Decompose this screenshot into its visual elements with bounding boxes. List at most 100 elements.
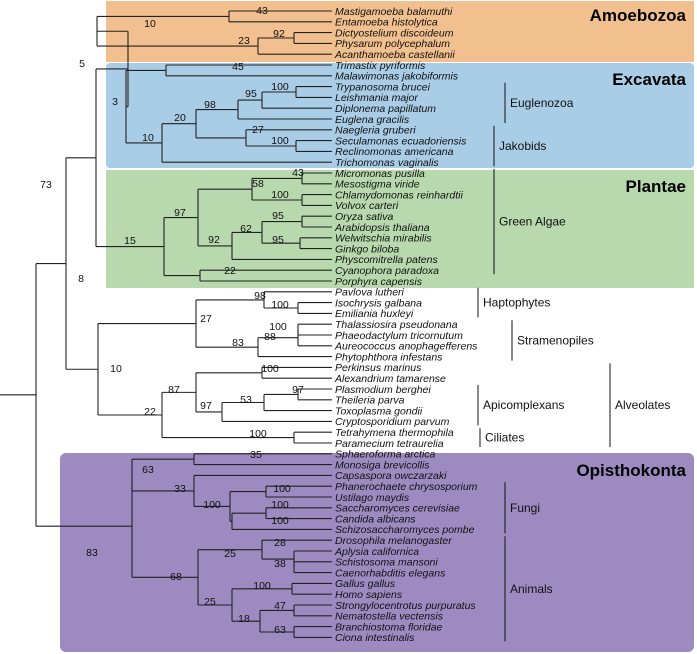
group-label: Ciliates: [485, 431, 524, 445]
taxon-label: Welwitschia mirabilis: [335, 233, 432, 245]
support-value: 92: [208, 234, 220, 246]
taxon-label: Aplysia californica: [334, 546, 419, 558]
taxon-label: Plasmodium berghei: [335, 384, 431, 396]
taxon-label: Acanthamoeba castellanii: [334, 49, 455, 61]
support-value: 100: [271, 299, 289, 311]
support-value: 100: [271, 499, 289, 511]
taxon-label: Malawimonas jakobiformis: [335, 71, 459, 83]
support-value: 68: [170, 571, 182, 583]
support-value: 38: [274, 558, 286, 570]
support-value: 88: [264, 331, 276, 343]
taxon-label: Trypanosoma brucei: [335, 81, 431, 93]
taxon-label: Drosophila melanogaster: [335, 535, 452, 547]
support-value: 63: [142, 464, 154, 476]
support-value: 100: [271, 515, 289, 527]
taxon-label: Saccharomyces cerevisiae: [335, 503, 460, 515]
support-value: 97: [292, 384, 304, 396]
support-value: 23: [238, 35, 250, 47]
support-value: 10: [142, 132, 154, 144]
support-value: 100: [273, 483, 291, 495]
taxon-label: Trichomonas vaginalis: [335, 157, 439, 169]
taxon-label: Nematostella vectensis: [335, 611, 444, 623]
taxon-label: Dictyostelium discoideum: [335, 27, 454, 39]
taxon-label: Theileria parva: [335, 395, 405, 407]
plantae-title: Plantae: [626, 177, 686, 196]
taxon-label: Monosiga brevicollis: [335, 459, 430, 471]
support-value: 47: [274, 600, 286, 612]
support-value: 63: [274, 624, 286, 636]
taxon-label: Leishmania major: [335, 92, 418, 104]
support-value: 100: [203, 499, 221, 511]
taxon-label: Schizosaccharomyces pombe: [335, 524, 475, 536]
support-value: 62: [240, 223, 252, 235]
taxon-label: Oryza sativa: [335, 211, 394, 223]
support-value: 87: [168, 384, 180, 396]
taxon-label: Mastigamoeba balamuthi: [335, 6, 453, 18]
support-value: 22: [224, 265, 236, 277]
taxon-label: Pavlova lutheri: [335, 287, 405, 299]
group-label: Jakobids: [499, 139, 546, 153]
opisthokonta-title: Opisthokonta: [576, 461, 686, 480]
support-value: 25: [204, 596, 216, 608]
support-value: 92: [273, 28, 285, 40]
support-value: 28: [274, 537, 286, 549]
support-value: 3: [112, 96, 118, 108]
taxon-label: Emiliania huxleyi: [335, 308, 414, 320]
group-label: Green Algae: [499, 215, 566, 229]
taxon-label: Ciona intestinalis: [335, 632, 415, 644]
support-value: 22: [144, 406, 156, 418]
group-label: Animals: [510, 582, 553, 596]
taxon-label: Seculamonas ecuadoriensis: [335, 135, 467, 147]
support-value: 43: [256, 5, 268, 17]
taxon-label: Schistosoma mansoni: [335, 557, 438, 569]
support-value: 98: [254, 290, 266, 302]
taxon-label: Toxoplasma gondii: [335, 405, 423, 417]
amoebozoa-panel: [106, 1, 694, 62]
taxon-label: Trimastix pyriformis: [335, 60, 426, 72]
support-value: 27: [252, 124, 264, 136]
support-value: 20: [174, 112, 186, 124]
support-value: 83: [232, 337, 244, 349]
taxon-label: Mesostigma viride: [335, 179, 420, 191]
taxon-label: Volvox carteri: [335, 200, 399, 212]
taxon-label: Capsaspora owczarzaki: [335, 470, 447, 482]
support-value: 53: [240, 394, 252, 406]
taxon-label: Diplonema papillatum: [335, 103, 436, 115]
taxon-label: Entamoeba histolytica: [335, 17, 438, 29]
taxon-label: Alexandrium tamarense: [334, 373, 446, 385]
group-label: Apicomplexans: [483, 398, 564, 412]
support-value: 73: [40, 179, 52, 191]
taxon-label: Cryptosporidium parvum: [335, 416, 450, 428]
support-value: 43: [292, 167, 304, 179]
support-value: 10: [110, 363, 122, 375]
taxon-label: Aureococcus anophagefferens: [334, 341, 478, 353]
taxon-label: Physcomitrella patens: [335, 254, 438, 266]
support-value: 18: [238, 613, 250, 625]
taxon-label: Phaeodactylum tricornutum: [335, 330, 463, 342]
taxon-label: Strongylocentrotus purpuratus: [335, 600, 476, 612]
support-value: 100: [249, 428, 267, 440]
excavata-title: Excavata: [612, 70, 686, 89]
support-value: 98: [204, 99, 216, 111]
taxon-label: Thalassiosira pseudonana: [335, 319, 458, 331]
support-value: 100: [261, 363, 279, 375]
group-label: Stramenopiles: [517, 333, 594, 347]
taxon-label: Reclinomonas americana: [335, 146, 454, 158]
support-value: 10: [144, 18, 156, 30]
group-label: Alveolates: [615, 398, 670, 412]
support-value: 95: [272, 210, 284, 222]
support-value: 100: [253, 580, 271, 592]
support-value: 97: [200, 400, 212, 412]
support-value: 100: [269, 321, 287, 333]
group-label: Fungi: [510, 501, 540, 515]
support-value: 58: [252, 178, 264, 190]
support-value: 5: [79, 58, 85, 70]
taxon-label: Perkinsus marinus: [335, 362, 422, 374]
taxon-label: Gallus gallus: [335, 578, 396, 590]
support-value: 97: [174, 207, 186, 219]
support-value: 25: [224, 548, 236, 560]
taxon-label: Physarum polycephalum: [335, 38, 450, 50]
support-value: 15: [124, 235, 136, 247]
taxon-label: Candida albicans: [335, 513, 416, 525]
